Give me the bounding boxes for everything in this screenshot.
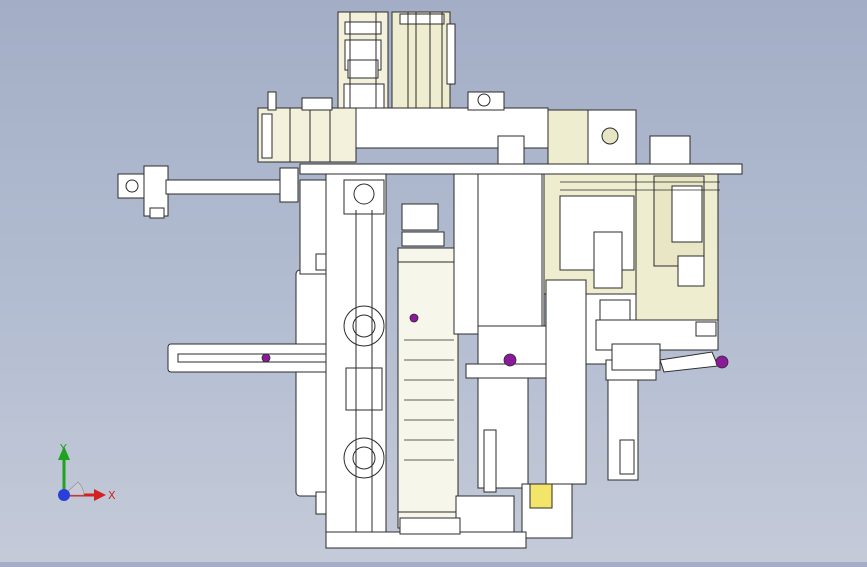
right-upper-bracket [649,135,691,167]
left-shaft [117,165,299,219]
cylinder-body [397,203,459,529]
central-drive [453,173,561,547]
x-axis-arrowhead [94,489,106,501]
y-axis-arrowhead [58,446,70,460]
far-right-assembly [595,173,719,373]
detail-lines [404,181,720,461]
main-plate [299,163,743,175]
bottom-block [399,517,461,535]
top-motor-right [391,11,456,111]
x-axis-label: X [108,489,116,502]
z-axis-dot [58,489,70,501]
selection-highlights [261,313,729,369]
top-motor-left [337,11,389,111]
beam-block [547,109,589,165]
beam-bracket [497,135,525,167]
slider-arm [167,343,345,373]
side-motor-left [257,91,357,163]
central-column [325,173,387,549]
y-axis-label: Y [59,442,67,455]
coordinate-triad: Y X [44,440,124,510]
